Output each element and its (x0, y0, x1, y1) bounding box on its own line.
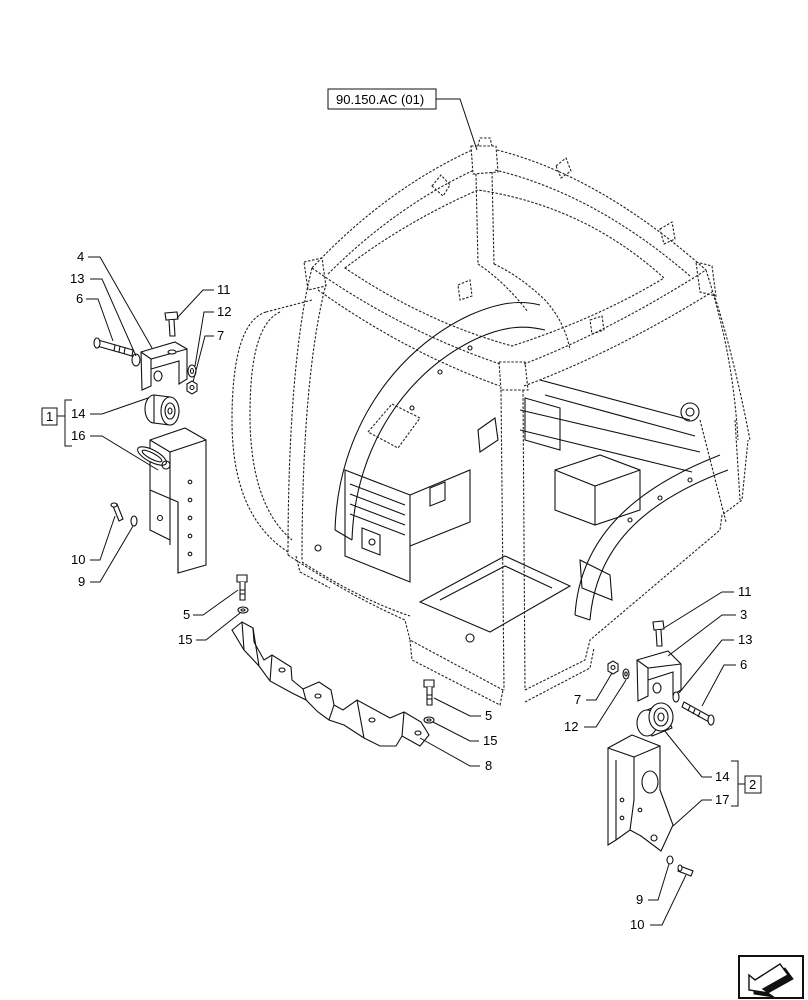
washer-13-right (672, 691, 680, 703)
washer-15-upper (237, 606, 249, 614)
callout-12-right[interactable]: 12 (564, 719, 578, 734)
nut-7-left (186, 380, 198, 395)
callout-8[interactable]: 8 (485, 758, 492, 773)
callout-13-right[interactable]: 13 (738, 632, 752, 647)
bracket-3-right (636, 650, 682, 702)
callout-11-right[interactable]: 11 (738, 584, 752, 599)
callout-14-left[interactable]: 14 (71, 406, 85, 421)
washer-12-right (622, 668, 630, 680)
bracket-17-right (607, 734, 674, 852)
callout-10-left[interactable]: 10 (71, 552, 85, 567)
bushing-14-left (144, 394, 180, 426)
bolt-6-right (681, 701, 715, 726)
bushing-14-right (636, 702, 674, 737)
bolt-10-left (110, 502, 124, 522)
center-mount-parts (231, 574, 435, 747)
callout-15-upper[interactable]: 15 (178, 632, 192, 647)
washer-13-left (131, 353, 141, 367)
bolt-5-upper (236, 574, 248, 601)
leader-lines (86, 256, 736, 926)
callout-6-left[interactable]: 6 (76, 291, 83, 306)
bracket-16-left (137, 427, 207, 574)
washer-12-left (187, 364, 197, 378)
washer-9-left (130, 515, 138, 527)
callout-3-right[interactable]: 3 (740, 607, 747, 622)
washer-9-right (666, 855, 674, 865)
bolt-11-right (652, 620, 665, 647)
callout-10-right[interactable]: 10 (630, 917, 644, 932)
callouts-right: 11 3 13 6 7 12 14 17 9 10 (564, 584, 752, 932)
callout-13-left[interactable]: 13 (70, 271, 84, 286)
bolt-5-lower (423, 679, 435, 706)
callout-7-left[interactable]: 7 (217, 328, 224, 343)
kit-label-1[interactable]: 1 (46, 409, 53, 424)
callouts-left: 4 13 6 11 12 7 14 16 10 9 (70, 249, 231, 589)
kit-bracket-1[interactable]: 1 (41, 399, 72, 447)
callout-16-left[interactable]: 16 (71, 428, 85, 443)
right-mount-parts (607, 620, 715, 877)
bolt-10-right (677, 864, 694, 877)
cab-frame (231, 137, 751, 706)
callout-12-left[interactable]: 12 (217, 304, 231, 319)
bolt-11-left (164, 311, 179, 337)
left-mount-parts (93, 311, 207, 574)
cab-interior (314, 301, 729, 643)
callout-4-left[interactable]: 4 (77, 249, 84, 264)
callout-15-lower[interactable]: 15 (483, 733, 497, 748)
callout-9-left[interactable]: 9 (78, 574, 85, 589)
callout-5-upper[interactable]: 5 (183, 607, 190, 622)
callout-7-right[interactable]: 7 (574, 692, 581, 707)
kit-label-2[interactable]: 2 (749, 777, 756, 792)
bolt-6-left (93, 337, 134, 357)
callout-5-lower[interactable]: 5 (485, 708, 492, 723)
callout-6-right[interactable]: 6 (740, 657, 747, 672)
callouts-center: 5 15 5 15 8 (178, 607, 497, 773)
reference-label[interactable]: 90.150.AC (01) (336, 92, 424, 107)
reference-link[interactable]: 90.150.AC (01) (327, 88, 478, 151)
callout-14-right[interactable]: 14 (715, 769, 729, 784)
bracket-8 (231, 621, 430, 747)
bracket-4-left (140, 341, 188, 391)
next-page-arrow-icon[interactable] (738, 955, 804, 999)
washer-15-lower (423, 716, 435, 724)
callout-17-right[interactable]: 17 (715, 792, 729, 807)
kit-bracket-2[interactable]: 2 (731, 760, 762, 807)
callout-11-left[interactable]: 11 (217, 282, 231, 297)
nut-7-right (607, 660, 619, 675)
callout-9-right[interactable]: 9 (636, 892, 643, 907)
